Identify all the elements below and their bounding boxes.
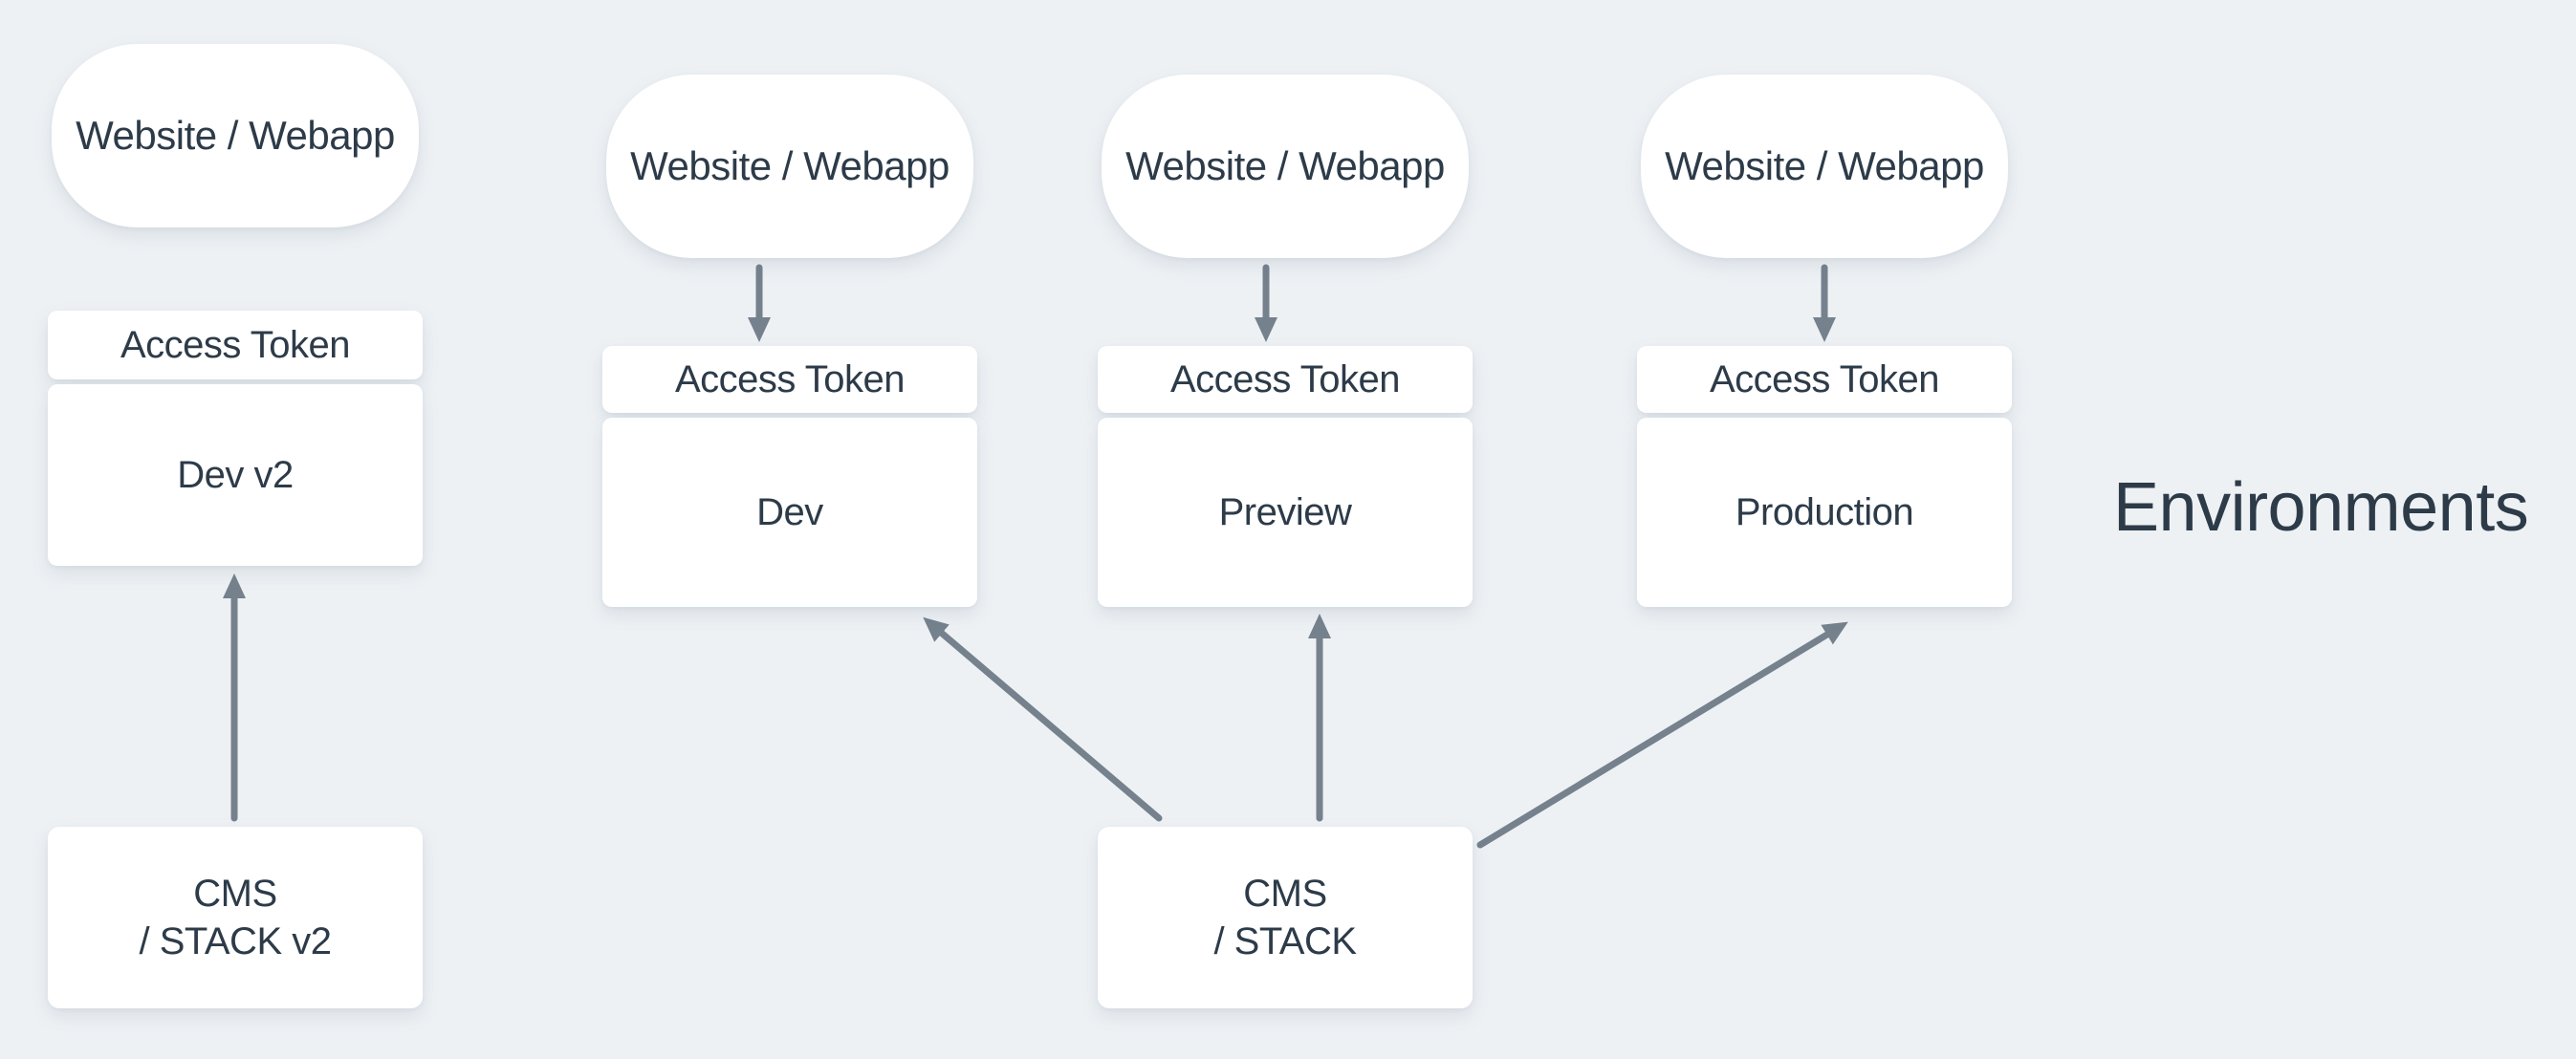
node-env-preview: Preview — [1098, 418, 1473, 607]
node-website-webapp-2: Website / Webapp — [606, 75, 973, 258]
node-cms-stack: CMS / STACK — [1098, 827, 1473, 1008]
arrow-cms-to-production — [1476, 621, 1848, 849]
node-website-webapp-1: Website / Webapp — [52, 44, 419, 227]
node-label: Production — [1735, 490, 1914, 533]
node-label: Dev — [756, 490, 823, 533]
node-label: Website / Webapp — [1665, 143, 1984, 188]
node-label: Website / Webapp — [1125, 143, 1445, 188]
node-access-token-2: Access Token — [602, 346, 977, 413]
node-label: Website / Webapp — [76, 113, 395, 158]
node-label: Preview — [1218, 490, 1352, 533]
node-access-token-3: Access Token — [1098, 346, 1473, 413]
diagram-title: Environments — [2113, 469, 2529, 546]
node-cms-stack-v2: CMS / STACK v2 — [48, 827, 423, 1008]
arrow-cms-to-dev — [923, 616, 1163, 822]
node-label: Website / Webapp — [630, 143, 950, 188]
node-env-dev-v2: Dev v2 — [48, 384, 423, 566]
node-label: Dev v2 — [177, 453, 294, 496]
node-label-line2: / STACK — [1213, 920, 1357, 962]
node-env-production: Production — [1637, 418, 2012, 607]
node-env-dev: Dev — [602, 418, 977, 607]
node-label-line1: CMS — [1243, 873, 1327, 915]
node-label-line1: CMS — [193, 873, 277, 915]
node-label-line2: / STACK v2 — [139, 920, 332, 962]
node-label: Access Token — [1709, 357, 1940, 400]
node-access-token-1: Access Token — [48, 311, 423, 379]
node-website-webapp-3: Website / Webapp — [1102, 75, 1469, 258]
node-label: Access Token — [1169, 357, 1401, 400]
node-website-webapp-4: Website / Webapp — [1641, 75, 2008, 258]
node-access-token-4: Access Token — [1637, 346, 2012, 413]
node-label: Access Token — [120, 323, 351, 366]
node-label: Access Token — [674, 357, 906, 400]
